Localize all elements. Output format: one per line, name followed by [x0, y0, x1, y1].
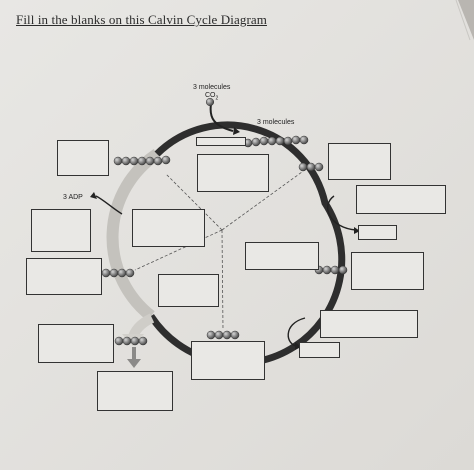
molecule-chain-right-middle — [314, 265, 348, 275]
blank-box-center-right[interactable] — [245, 242, 319, 270]
molecule-chain-top-right — [243, 135, 309, 148]
worksheet-title: Fill in the blanks on this Calvin Cycle … — [16, 12, 267, 27]
right-lower-arrow — [287, 317, 306, 347]
output-down-arrow-shaft — [132, 347, 136, 361]
adp-arrowhead — [90, 192, 97, 199]
blank-box-right-lower[interactable] — [320, 310, 418, 338]
dashed-dividers — [134, 171, 303, 331]
molecule-chain-left-upper — [113, 155, 171, 166]
blank-box-bottom-left[interactable] — [38, 324, 114, 363]
label-co2-subscript: 2 — [215, 95, 219, 102]
molecules — [101, 97, 348, 346]
molecule-chain-bottom-left — [114, 336, 148, 346]
co2-entry-arrowhead — [233, 127, 240, 135]
blank-box-right-lower-small[interactable] — [299, 342, 340, 358]
right-upper-arrowhead — [354, 227, 360, 234]
paper-right-edge — [455, 0, 471, 41]
blank-box-center-lower[interactable] — [158, 274, 219, 307]
label-co2-line1: 3 molecules — [193, 84, 231, 91]
blank-box-bottom-center[interactable] — [191, 341, 265, 380]
label-adp: 3 ADP — [63, 194, 83, 201]
adp-arrow — [95, 195, 123, 215]
blank-box-right-middle[interactable] — [351, 252, 424, 290]
blank-box-far-right-upper[interactable] — [356, 185, 446, 214]
molecule-co2 — [205, 97, 215, 107]
blank-box-top-center[interactable] — [196, 137, 246, 146]
blank-box-left-lower[interactable] — [26, 258, 102, 295]
label-co2-line2: CO2 — [205, 92, 219, 102]
co2-entry-arrow — [209, 103, 234, 132]
output-down-arrow-head — [127, 359, 141, 368]
molecule-chain-left-middle — [101, 268, 135, 278]
right-lower-arrowhead — [295, 342, 301, 350]
blank-box-right-upper[interactable] — [328, 143, 391, 180]
blank-box-left-middle[interactable] — [31, 209, 91, 252]
blank-box-left-upper[interactable] — [57, 140, 109, 176]
blank-box-center-upper[interactable] — [197, 154, 269, 192]
blank-box-bottom-output[interactable] — [97, 371, 173, 411]
cycle-ring-light — [106, 149, 161, 321]
molecule-chain-right-upper — [298, 162, 324, 172]
blank-box-center-left[interactable] — [132, 209, 205, 247]
blank-box-right-small[interactable] — [358, 225, 397, 240]
label-top-right: 3 molecules — [257, 119, 295, 126]
right-upper-arrow — [327, 195, 357, 231]
molecule-chain-bottom — [206, 330, 240, 340]
